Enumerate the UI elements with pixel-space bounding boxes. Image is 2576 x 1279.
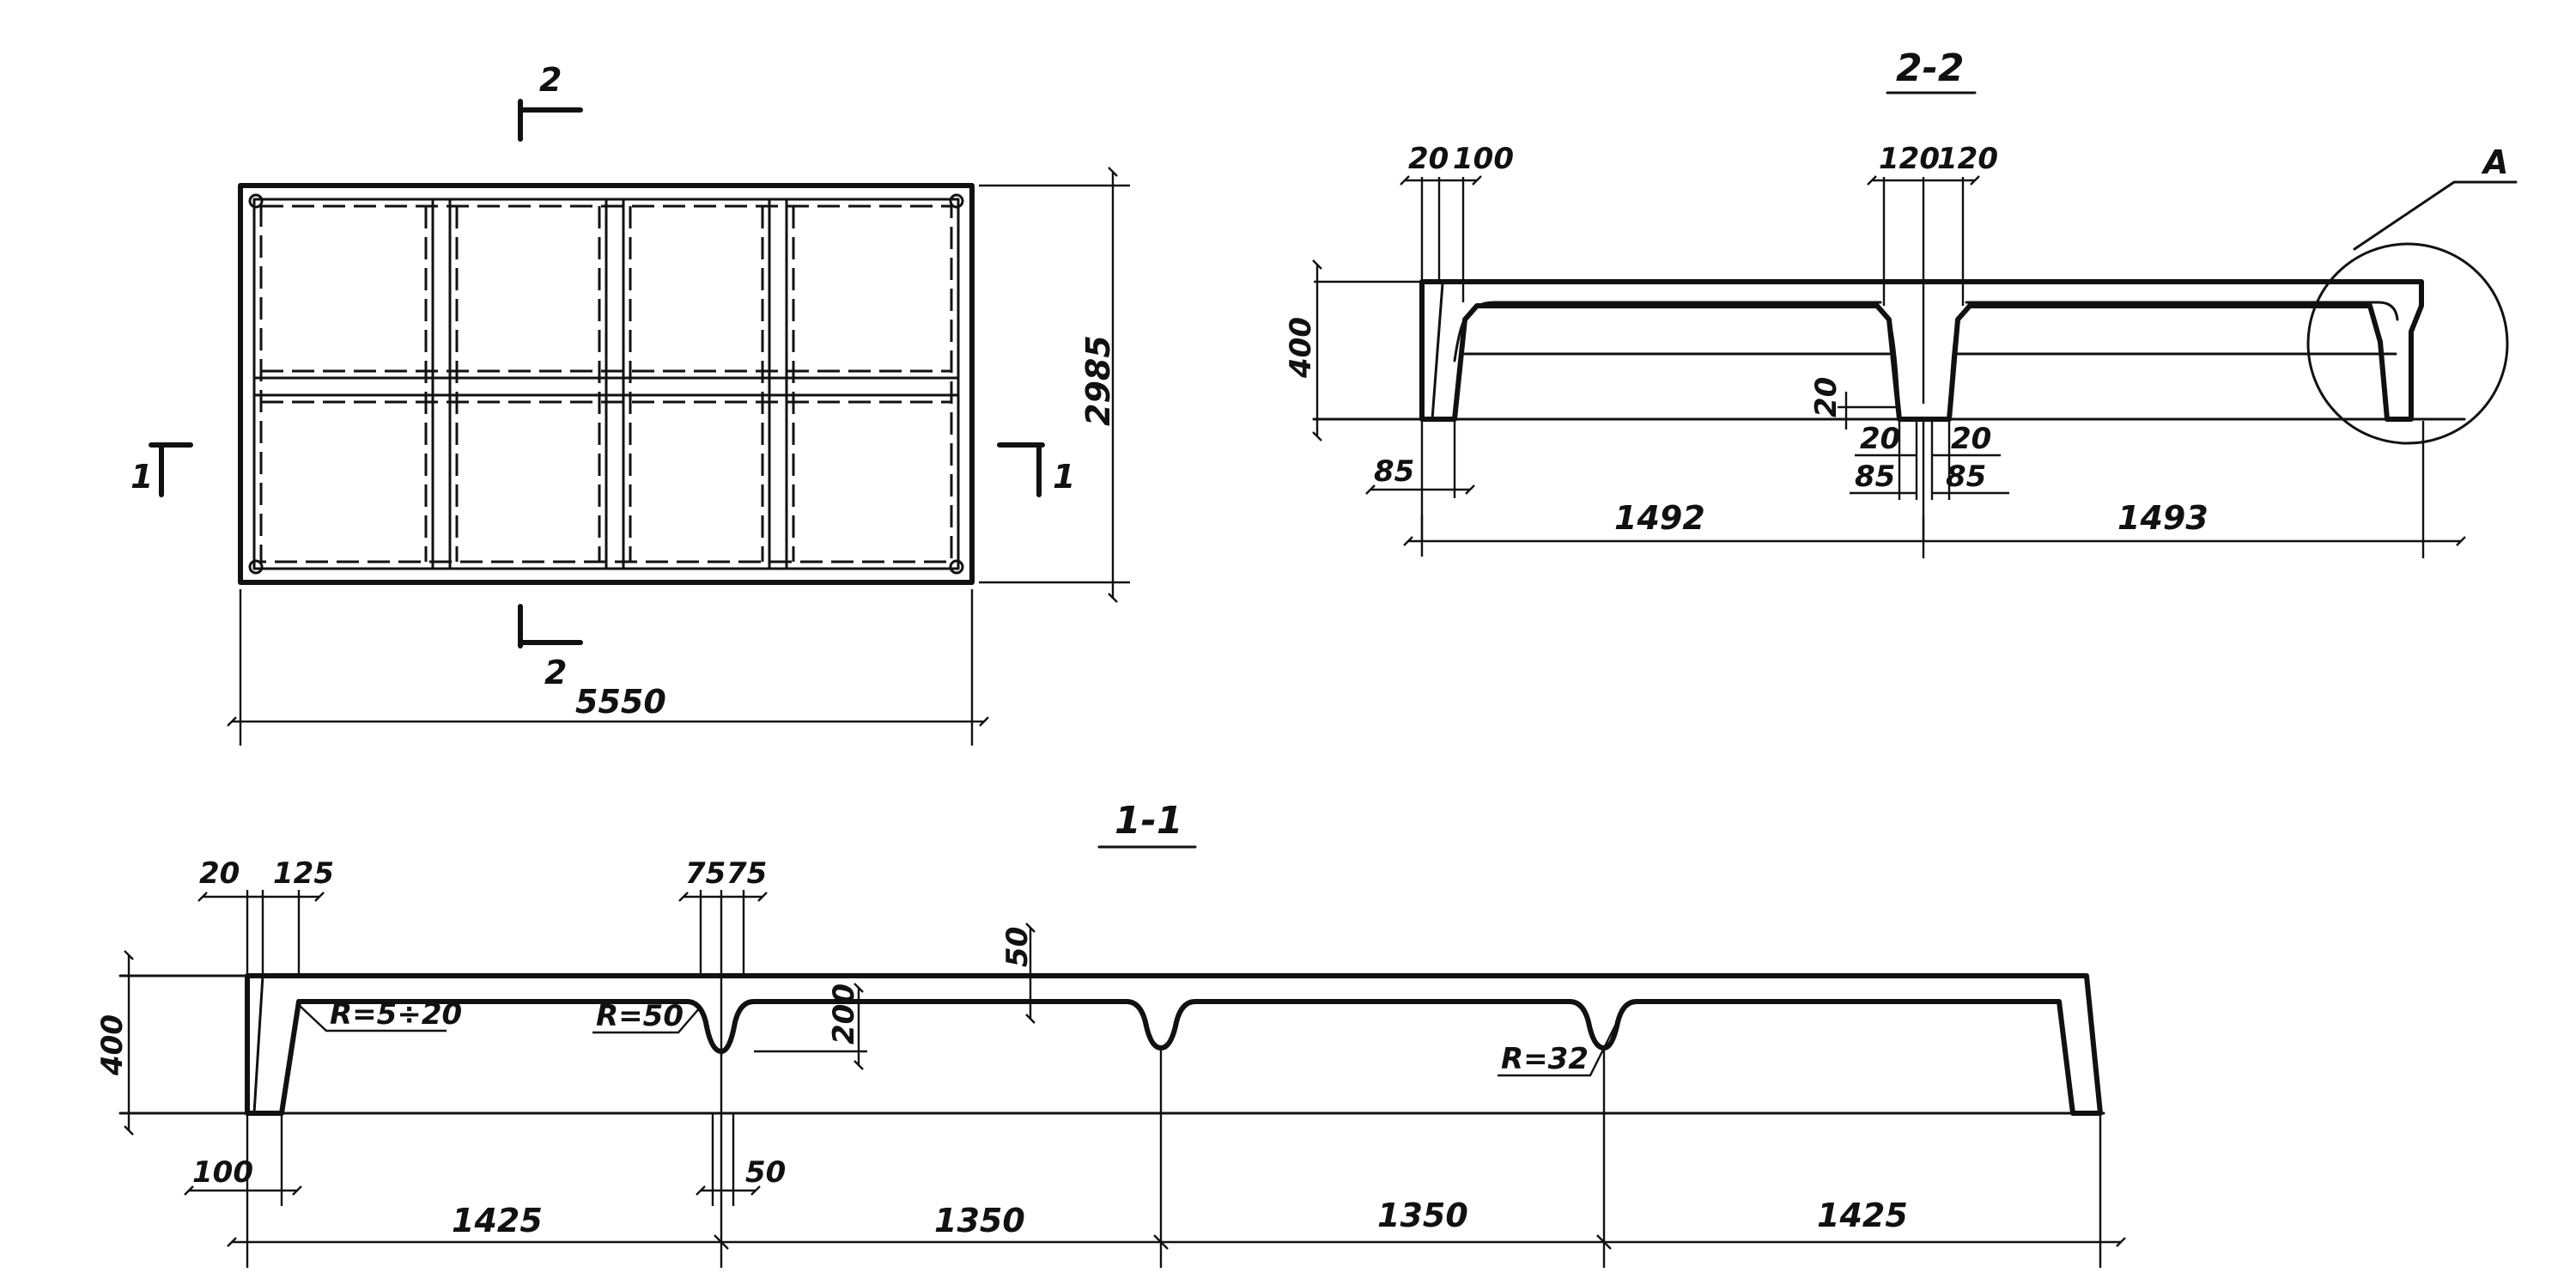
s11-dim-1350-b: 1350	[1377, 1197, 1468, 1234]
s22-dim-1492: 1492	[1614, 499, 1705, 537]
section-1-1-endwall	[252, 974, 264, 1115]
s22-dim-100: 100	[1453, 142, 1514, 176]
radius-label-32: R=32	[1498, 1016, 1621, 1077]
detail-callout-circle	[2306, 242, 2509, 445]
s11-dim-20: 20	[199, 856, 240, 891]
s11-dim-400: 400	[95, 1014, 130, 1076]
s11-dim-100: 100	[192, 1155, 253, 1190]
s11-dim-50-top: 50	[1000, 927, 1035, 967]
section-1-1: 1-1 400 20 125 75 75 50 200 100	[95, 799, 2126, 1268]
panel-outline	[238, 183, 975, 585]
plan-height-label: 2985	[1079, 335, 1117, 426]
section-2-2-rib-inner	[1463, 301, 2399, 356]
section-mark-2-top: 2	[518, 61, 583, 142]
s22-dim-85-r: 85	[1946, 460, 1986, 494]
s22-dim-1493: 1493	[2117, 499, 2208, 537]
s11-dim-125: 125	[273, 856, 334, 891]
radius-50-text: R=50	[596, 999, 683, 1033]
radius-32-text: R=32	[1501, 1042, 1589, 1076]
s11-dim-1350-a: 1350	[934, 1202, 1025, 1239]
s22-dim-20-top: 20	[1408, 142, 1449, 176]
s11-dim-200: 200	[827, 984, 861, 1045]
s11-dim-75-a: 75	[685, 856, 726, 891]
s11-dim-1425-b: 1425	[1817, 1197, 1908, 1234]
s22-dim-120-a: 120	[1879, 142, 1940, 176]
s11-dim-75-b: 75	[726, 856, 767, 891]
s22-dim-20-r: 20	[1951, 422, 1991, 456]
detail-callout-label: A	[2481, 143, 2508, 181]
rib-hidden-contour	[259, 204, 953, 563]
radius-label-50: R=50	[592, 999, 702, 1034]
s11-dim-1425-a: 1425	[452, 1202, 543, 1239]
radius-5-20-text: R=5÷20	[330, 997, 462, 1032]
plan-view: 2 2 1 1 5550 2985	[131, 61, 1130, 746]
s22-dim-85-l: 85	[1855, 460, 1895, 494]
section-mark-1-left-label: 1	[131, 458, 153, 496]
plan-width-label: 5550	[575, 683, 666, 721]
section-mark-2-bottom-label: 2	[544, 654, 567, 691]
section-1-1-title: 1-1	[1115, 799, 1183, 843]
section-2-2: 2-2 A 400 20 100 120 120 85 20	[1284, 46, 2518, 558]
section-1-1-profile	[245, 973, 2103, 1116]
s22-dim-120-b: 120	[1937, 142, 1998, 176]
s22-dim-85-left: 85	[1374, 454, 1414, 489]
plan-height-dimension: 2985	[979, 167, 1130, 603]
panel-inner-edge	[252, 198, 960, 570]
s11-dim-50-bottom: 50	[745, 1155, 786, 1190]
s22-dim-20-l: 20	[1860, 422, 1900, 456]
radius-label-5-20: R=5÷20	[298, 997, 462, 1032]
section-mark-2-bottom: 2	[518, 604, 583, 691]
section-mark-1-right: 1	[997, 442, 1075, 497]
section-mark-1-left: 1	[131, 442, 193, 497]
section-2-2-rib-walls	[1431, 282, 1959, 421]
s22-dim-20-rib: 20	[1809, 377, 1844, 417]
detail-callout-leader	[2353, 180, 2518, 251]
section-2-2-title: 2-2	[1896, 46, 1965, 90]
transverse-ribs	[424, 198, 795, 570]
plan-width-dimension: 5550	[227, 589, 989, 746]
section-mark-1-right-label: 1	[1053, 458, 1075, 496]
section-mark-2-top-label: 2	[539, 61, 562, 99]
s22-dim-400: 400	[1284, 317, 1318, 379]
